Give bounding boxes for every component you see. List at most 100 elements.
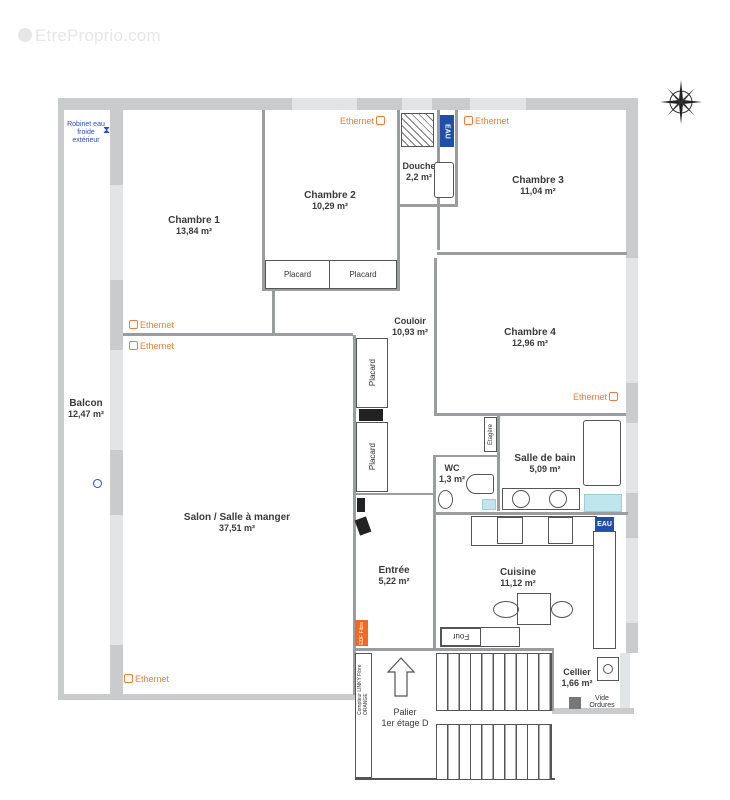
- ethernet-icon: [129, 320, 138, 329]
- wall: [272, 290, 275, 335]
- ethernet-icon: [609, 392, 619, 401]
- placard: Placard: [356, 338, 388, 408]
- wall: [356, 493, 436, 495]
- intercom: [357, 498, 365, 512]
- placard: Placard: [329, 260, 397, 289]
- kitchen-counter: [471, 516, 597, 546]
- wall: [110, 110, 123, 185]
- window: [110, 185, 123, 280]
- compass-rose-icon: [660, 80, 702, 124]
- vide-ordures-label: Vide Ordures: [589, 695, 615, 709]
- ethernet-icon: [376, 116, 386, 125]
- window: [292, 98, 357, 110]
- staircase: [436, 653, 552, 711]
- eau-meter: EAU: [440, 115, 454, 147]
- wall: [356, 648, 554, 651]
- window: [470, 98, 526, 110]
- wall: [433, 455, 436, 650]
- ethernet-icon: [124, 674, 133, 683]
- shelf: Étagère: [484, 417, 497, 452]
- wall: [353, 335, 356, 695]
- shower-tray: [401, 113, 434, 147]
- cooktop: [497, 517, 523, 544]
- wall: [626, 98, 638, 258]
- radiator: [584, 494, 622, 512]
- sink-icon: [512, 490, 530, 508]
- sink-icon: [549, 490, 567, 508]
- sink: [434, 162, 454, 198]
- wall: [110, 280, 123, 350]
- wall: [526, 98, 638, 110]
- ethernet-outlet: Ethernet: [462, 116, 509, 126]
- outlet-icon: [93, 479, 102, 488]
- window: [626, 258, 638, 383]
- hatch-icon: [603, 664, 613, 674]
- window: [110, 515, 123, 645]
- wall: [397, 204, 457, 207]
- compteur-cabinet: [355, 653, 372, 778]
- watermark: EtreProprio.com: [18, 26, 161, 46]
- ethernet-outlet: Ethernet: [127, 341, 174, 351]
- faucet-icon: ⧗: [103, 125, 111, 136]
- compteur-label: Compteur LINKY Fibre ORANGE: [357, 664, 369, 715]
- window: [402, 98, 432, 110]
- wall: [432, 98, 470, 110]
- chair: [493, 601, 519, 618]
- wall: [626, 383, 638, 423]
- wall: [110, 645, 123, 698]
- wall: [626, 493, 638, 538]
- ethernet-icon: [464, 116, 473, 125]
- placard: Placard: [265, 260, 330, 289]
- wall: [434, 258, 437, 413]
- wall: [123, 333, 353, 336]
- robinet-label: Robinet eau froide extérieur: [67, 121, 105, 144]
- wc-sink: [438, 490, 453, 509]
- placard: Placard: [356, 422, 388, 492]
- ethernet-outlet: Ethernet: [122, 674, 169, 684]
- edf-panel: EDF Fibre: [355, 620, 368, 646]
- arrow-up-icon: [386, 657, 416, 697]
- camera-icon: [18, 28, 32, 42]
- window: [626, 423, 638, 493]
- wall: [436, 455, 498, 457]
- wall: [434, 413, 626, 416]
- ethernet-outlet: Ethernet: [127, 320, 174, 330]
- oven: Four: [441, 628, 481, 646]
- chair: [551, 601, 573, 618]
- ethernet-outlet: Ethernet: [573, 392, 620, 402]
- wall: [620, 653, 630, 713]
- bathtub: [583, 420, 621, 486]
- intercom: [354, 516, 372, 536]
- electrical-panel: [359, 409, 383, 421]
- wall: [436, 512, 628, 515]
- wall: [62, 98, 292, 110]
- wall: [58, 98, 64, 698]
- toilet: [466, 474, 494, 494]
- wall: [262, 288, 400, 291]
- kitchen-sink: [548, 517, 573, 544]
- eau-meter: EAU: [595, 517, 614, 531]
- wall: [552, 651, 554, 711]
- water-heater: [482, 499, 496, 510]
- window: [110, 350, 123, 450]
- wall: [455, 110, 458, 207]
- ethernet-outlet: Ethernet: [340, 116, 387, 126]
- vide-ordures-icon: [569, 697, 581, 709]
- wall: [262, 110, 265, 290]
- ethernet-icon: [129, 341, 138, 350]
- staircase: [436, 724, 552, 780]
